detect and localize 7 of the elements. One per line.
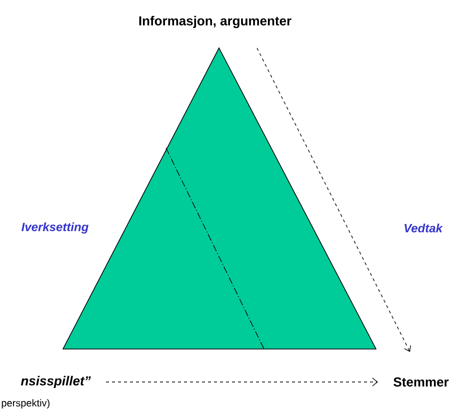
node-text: Stemmer [394, 377, 449, 387]
note-text: perspektiv) [2, 399, 50, 408]
side-label: Iverksetting [22, 222, 88, 234]
node-text: nsisspillet” [20, 376, 91, 388]
side-label: Vedtak [404, 224, 443, 232]
title: Informasjon, argumenter [139, 16, 292, 28]
arrow [106, 378, 378, 386]
